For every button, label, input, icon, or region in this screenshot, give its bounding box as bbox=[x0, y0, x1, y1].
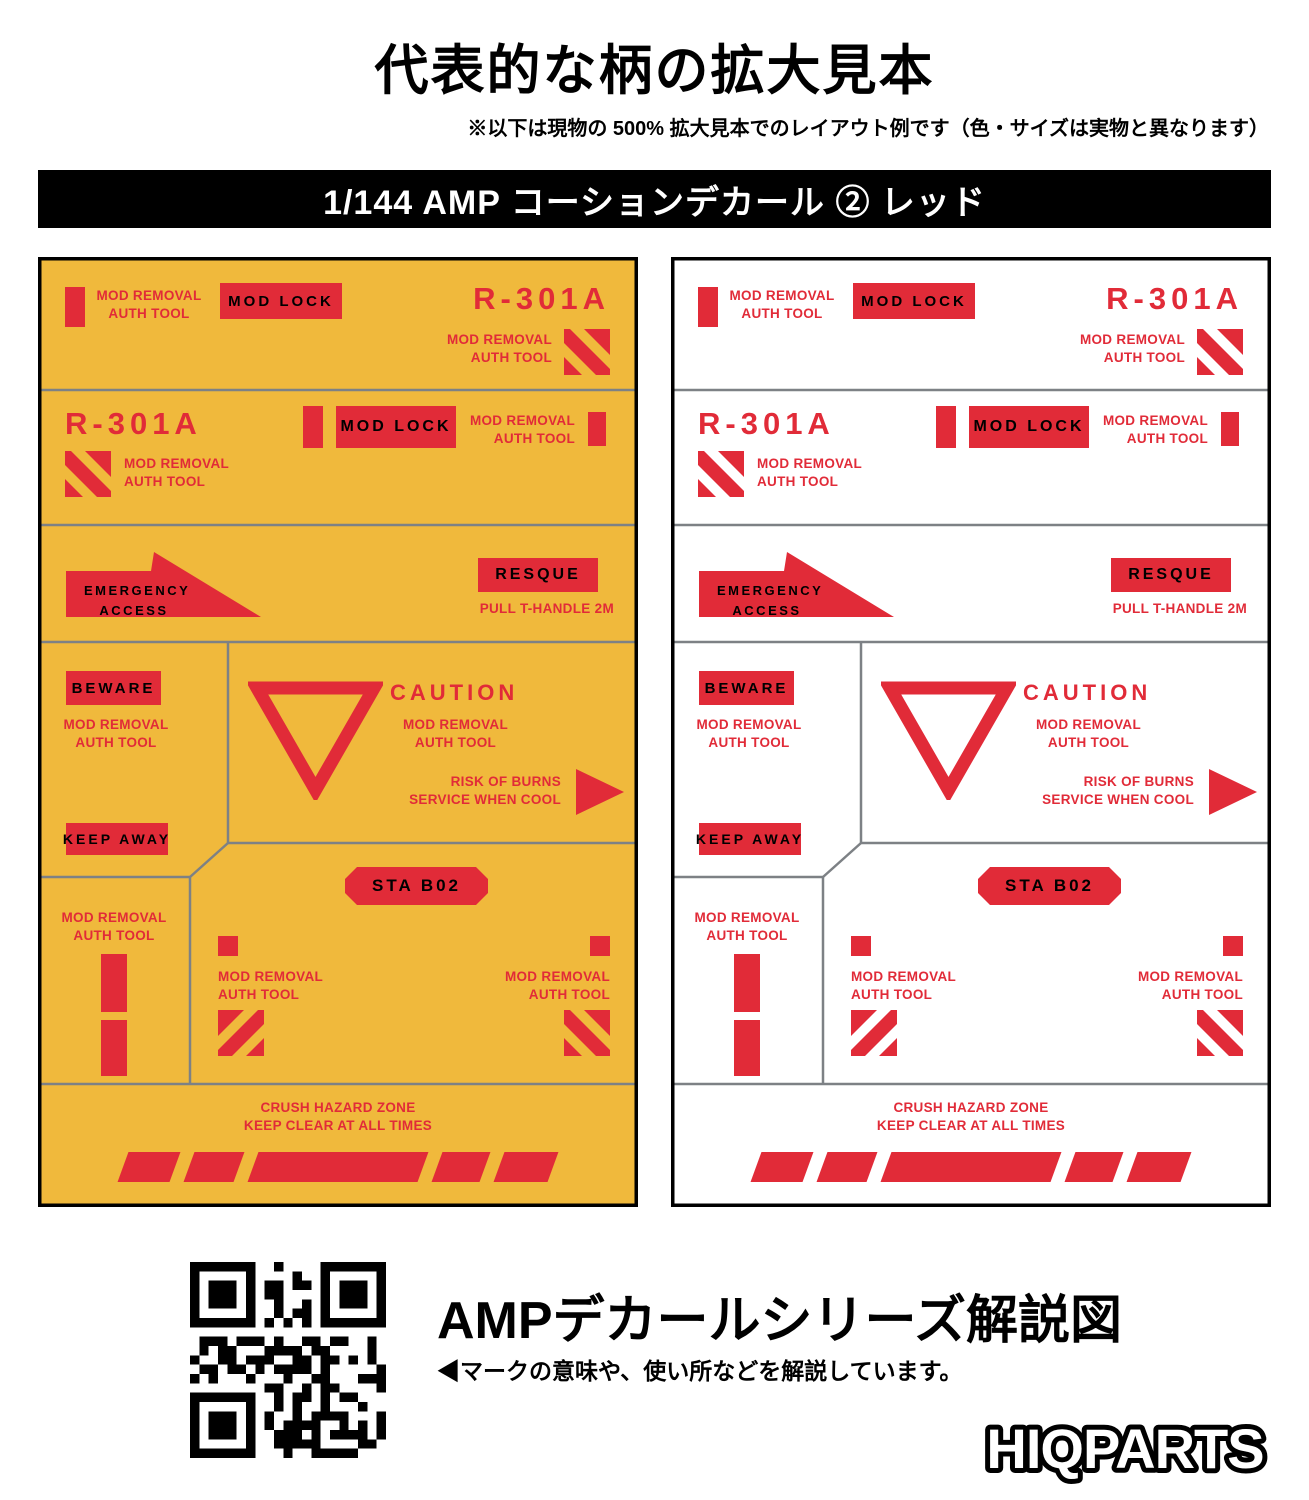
caution-triangle-icon bbox=[248, 681, 383, 800]
mod-removal-label: MOD REMOVAL AUTH TOOL bbox=[1035, 717, 1142, 750]
red-bar-marker bbox=[101, 954, 127, 1012]
keep-away-badge: KEEP AWAY bbox=[696, 823, 801, 855]
panel-grid-lines bbox=[671, 257, 1271, 1207]
arrow-right-icon bbox=[1209, 769, 1257, 815]
mod-removal-label: MOD REMOVAL AUTH TOOL bbox=[96, 288, 202, 321]
red-bar-marker bbox=[698, 287, 718, 327]
keep-away-badge: KEEP AWAY bbox=[63, 823, 168, 855]
mod-removal-label: MOD REMOVAL AUTH TOOL bbox=[504, 969, 610, 1002]
emergency-arrow-icon bbox=[699, 552, 894, 617]
risk-of-burns-label: RISK OF BURNS SERVICE WHEN COOL bbox=[409, 774, 561, 807]
stripe-icon-backslash bbox=[1197, 329, 1243, 375]
red-bar-marker bbox=[588, 412, 606, 446]
stripe-icon-backslash bbox=[564, 329, 610, 375]
red-bar-marker bbox=[936, 406, 956, 448]
arrow-right-icon bbox=[576, 769, 624, 815]
hazard-stripe-segment bbox=[117, 1152, 181, 1182]
mod-removal-label: MOD REMOVAL AUTH TOOL bbox=[729, 288, 835, 321]
r301a-label: R-301A bbox=[65, 406, 202, 441]
hazard-stripe-segment bbox=[247, 1152, 429, 1182]
mod-lock-badge: MOD LOCK bbox=[853, 283, 975, 319]
hazard-stripes bbox=[750, 1152, 1192, 1182]
mod-removal-label: MOD REMOVAL AUTH TOOL bbox=[694, 910, 800, 943]
caution-label: CAUTION bbox=[390, 680, 519, 705]
mod-removal-label: MOD REMOVAL AUTH TOOL bbox=[757, 456, 863, 489]
red-bar-marker bbox=[101, 1020, 127, 1076]
stripe-icon-slash bbox=[218, 1010, 264, 1056]
mod-removal-label: MOD REMOVAL AUTH TOOL bbox=[124, 456, 230, 489]
mod-lock-badge: MOD LOCK bbox=[220, 283, 342, 319]
mod-removal-label: MOD REMOVAL AUTH TOOL bbox=[61, 910, 167, 943]
mod-removal-label: MOD REMOVAL AUTH TOOL bbox=[1102, 413, 1208, 446]
series-note: ◀マークの意味や、使い所などを解説しています。 bbox=[437, 1358, 963, 1384]
decal-sheet-yellow: MOD REMOVAL AUTH TOOL MOD LOCK R-301A MO… bbox=[38, 257, 638, 1207]
pull-t-handle-label: PULL T-HANDLE 2M bbox=[1112, 601, 1247, 616]
resque-badge: RESQUE bbox=[478, 558, 598, 592]
hazard-stripe-segment bbox=[183, 1152, 245, 1182]
mod-lock-badge: MOD LOCK bbox=[969, 406, 1089, 448]
sta-b02-badge: STA B02 bbox=[345, 867, 488, 905]
pull-t-handle-label: PULL T-HANDLE 2M bbox=[479, 601, 614, 616]
caution-label: CAUTION bbox=[1023, 680, 1152, 705]
crush-hazard-label: CRUSH HAZARD ZONE KEEP CLEAR AT ALL TIME… bbox=[876, 1100, 1066, 1133]
mod-removal-label: MOD REMOVAL AUTH TOOL bbox=[1137, 969, 1243, 1002]
risk-of-burns-label: RISK OF BURNS SERVICE WHEN COOL bbox=[1042, 774, 1194, 807]
mod-removal-label: MOD REMOVAL AUTH TOOL bbox=[446, 332, 552, 365]
emergency-access-label: EMERGENCY ACCESS bbox=[84, 583, 191, 618]
sheets-row: MOD REMOVAL AUTH TOOL MOD LOCK R-301A MO… bbox=[38, 257, 1271, 1207]
mod-removal-label: MOD REMOVAL AUTH TOOL bbox=[469, 413, 575, 446]
stripe-icon-backslash bbox=[698, 451, 744, 497]
mod-removal-label: MOD REMOVAL AUTH TOOL bbox=[1079, 332, 1185, 365]
emergency-access-label: EMERGENCY ACCESS bbox=[717, 583, 824, 618]
beware-badge: BEWARE bbox=[66, 671, 161, 705]
hazard-stripe-segment bbox=[816, 1152, 878, 1182]
resque-badge: RESQUE bbox=[1111, 558, 1231, 592]
crush-hazard-label: CRUSH HAZARD ZONE KEEP CLEAR AT ALL TIME… bbox=[243, 1100, 433, 1133]
mod-lock-badge: MOD LOCK bbox=[336, 406, 456, 448]
hazard-stripe-segment bbox=[1064, 1152, 1124, 1182]
hazard-stripe-segment bbox=[431, 1152, 491, 1182]
series-title: AMPデカールシリーズ解説図 bbox=[437, 1292, 1122, 1350]
emergency-arrow-icon bbox=[66, 552, 261, 617]
red-square-marker bbox=[851, 936, 871, 956]
svg-text:HIQPARTS: HIQPARTS bbox=[986, 1417, 1263, 1480]
mod-removal-label: MOD REMOVAL AUTH TOOL bbox=[696, 717, 802, 750]
mod-removal-label: MOD REMOVAL AUTH TOOL bbox=[63, 717, 169, 750]
hazard-stripes bbox=[117, 1152, 559, 1182]
r301a-label: R-301A bbox=[473, 281, 610, 316]
r301a-label: R-301A bbox=[1106, 281, 1243, 316]
hazard-stripe-segment bbox=[1126, 1152, 1192, 1182]
page-subtitle: ※以下は現物の 500% 拡大見本でのレイアウト例です（色・サイズは実物と異なり… bbox=[467, 118, 1269, 140]
red-square-marker bbox=[590, 936, 610, 956]
hiqparts-logo: HIQPARTS bbox=[981, 1412, 1269, 1485]
hazard-stripe-segment bbox=[880, 1152, 1062, 1182]
product-banner: 1/144 AMP コーションデカール ② レッド bbox=[38, 170, 1271, 228]
red-bar-marker bbox=[734, 954, 760, 1012]
r301a-label: R-301A bbox=[698, 406, 835, 441]
stripe-icon-backslash bbox=[1197, 1010, 1243, 1056]
sta-b02-badge: STA B02 bbox=[978, 867, 1121, 905]
mod-removal-label: MOD REMOVAL AUTH TOOL bbox=[218, 969, 324, 1002]
qr-code bbox=[190, 1262, 386, 1458]
hazard-stripe-segment bbox=[750, 1152, 814, 1182]
red-square-marker bbox=[218, 936, 238, 956]
mod-removal-label: MOD REMOVAL AUTH TOOL bbox=[402, 717, 509, 750]
caution-triangle-icon bbox=[881, 681, 1016, 800]
red-bar-marker bbox=[303, 406, 323, 448]
stripe-icon-backslash bbox=[65, 451, 111, 497]
mod-removal-label: MOD REMOVAL AUTH TOOL bbox=[851, 969, 957, 1002]
red-bar-marker bbox=[1221, 412, 1239, 446]
page-title: 代表的な柄の拡大見本 bbox=[374, 41, 935, 101]
stripe-icon-slash bbox=[851, 1010, 897, 1056]
panel-grid-lines bbox=[38, 257, 638, 1207]
beware-badge: BEWARE bbox=[699, 671, 794, 705]
hazard-stripe-segment bbox=[493, 1152, 559, 1182]
decal-sheet-white: MOD REMOVAL AUTH TOOL MOD LOCK R-301A MO… bbox=[671, 257, 1271, 1207]
red-bar-marker bbox=[734, 1020, 760, 1076]
red-square-marker bbox=[1223, 936, 1243, 956]
stripe-icon-backslash bbox=[564, 1010, 610, 1056]
red-bar-marker bbox=[65, 287, 85, 327]
